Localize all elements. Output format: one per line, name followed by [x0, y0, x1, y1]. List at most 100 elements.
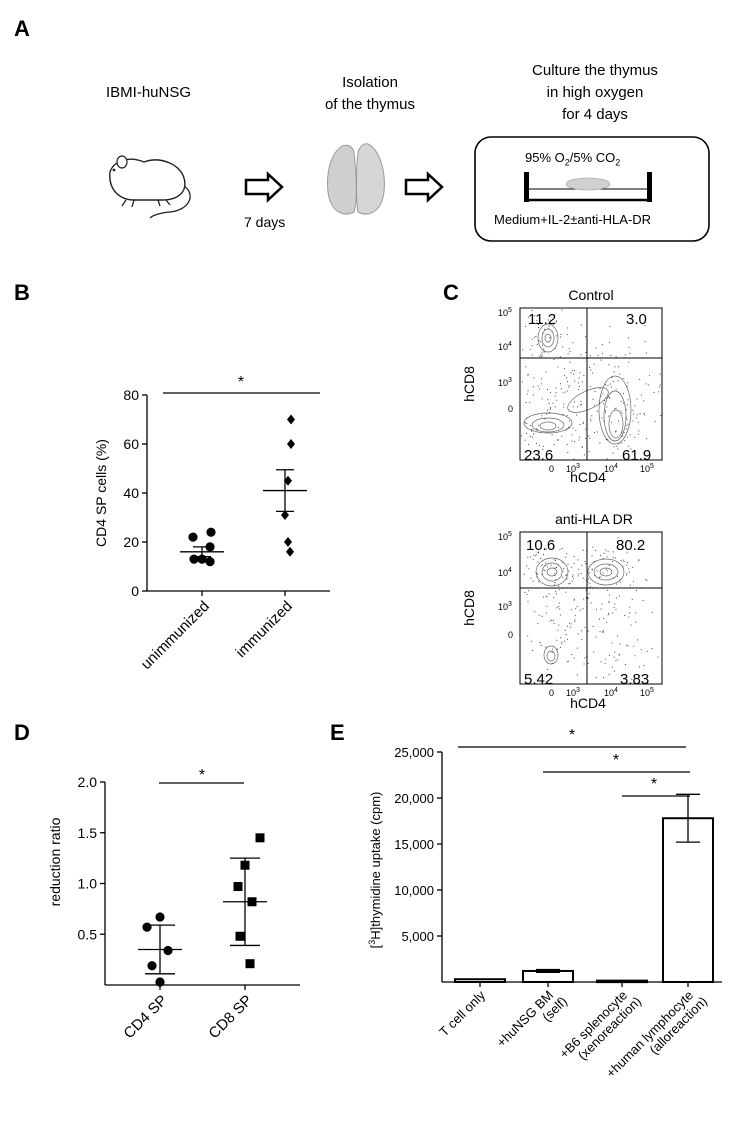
flow-dot: [554, 314, 556, 316]
flow-dot: [601, 417, 603, 419]
flow-dot: [534, 315, 536, 317]
flow-dot: [640, 394, 642, 396]
b-point-immunized: [281, 510, 289, 521]
flow-dot: [553, 358, 555, 360]
flow-dot: [572, 427, 574, 429]
flow-dot: [558, 624, 560, 626]
flow-dot: [600, 359, 602, 361]
flow-dot: [607, 439, 609, 441]
flow-dot: [552, 402, 554, 404]
flow-dot: [627, 423, 629, 425]
flow-dot: [580, 354, 582, 356]
flow-dot: [607, 384, 609, 386]
flow-dot: [603, 420, 605, 422]
d-significance-star: *: [199, 767, 205, 784]
flow-dot: [608, 601, 610, 603]
flow-dot: [572, 369, 574, 371]
e-significance-star: *: [651, 776, 657, 793]
culture-line2: in high oxygen: [546, 84, 644, 101]
flow-dot: [608, 415, 610, 417]
svg-text:104: 104: [498, 341, 512, 352]
flow-dot: [557, 426, 559, 428]
flow-dot: [566, 334, 568, 336]
e-bar: [454, 978, 506, 983]
flow-dot: [605, 658, 607, 660]
flow-dot: [566, 428, 568, 430]
flow-dot: [594, 391, 596, 393]
flow-dot: [554, 406, 556, 408]
svg-text:104: 104: [498, 567, 512, 578]
flow-dot: [545, 371, 547, 373]
flow-dot: [605, 549, 607, 551]
d-y-tick-label: 1.5: [78, 825, 98, 841]
flow-dot: [627, 645, 629, 647]
flow-dot: [614, 670, 616, 672]
flow-dot: [572, 574, 574, 576]
flow-dot: [536, 572, 538, 574]
flow-dot: [625, 644, 627, 646]
flow-dot: [625, 428, 627, 430]
flow-dot: [619, 654, 621, 656]
flow-dot: [603, 677, 605, 679]
d-point-cd8: [240, 860, 250, 870]
flow-dot: [624, 664, 626, 666]
flow-dot: [533, 377, 535, 379]
flow-dot: [550, 564, 552, 566]
flow-dot: [556, 335, 558, 337]
flow-dot: [623, 432, 625, 434]
flow-dot: [540, 557, 542, 559]
thymus-right-lobe: [356, 143, 385, 215]
flow-dot: [600, 661, 602, 663]
flow-dot: [555, 320, 557, 322]
flow-dot: [622, 545, 624, 547]
flow-dot: [648, 384, 650, 386]
flow-dot: [654, 420, 656, 422]
flow-dot: [589, 572, 591, 574]
anti-ylabel: hCD8: [461, 590, 477, 626]
flow-dot: [642, 600, 644, 602]
flow-dot: [565, 591, 567, 593]
flow-dot: [613, 446, 615, 448]
flow-dot: [536, 343, 538, 345]
flow-dot: [617, 635, 619, 637]
flow-dot: [629, 434, 631, 436]
flow-dot: [548, 319, 550, 321]
flow-dot: [585, 428, 587, 430]
flow-dot: [560, 637, 562, 639]
control-xlabel: hCD4: [570, 469, 606, 485]
flow-dot: [538, 551, 540, 553]
flow-dot: [622, 566, 624, 568]
flow-dot: [539, 356, 541, 358]
flow-dot: [548, 412, 550, 414]
flow-dot: [635, 612, 637, 614]
flow-dot: [532, 580, 534, 582]
flow-dot: [596, 431, 598, 433]
flow-dot: [571, 609, 573, 611]
flow-dot: [556, 607, 558, 609]
flow-dot: [595, 636, 597, 638]
flow-dot: [571, 434, 573, 436]
flow-dot: [603, 617, 605, 619]
flow-dot: [554, 582, 556, 584]
flow-dot: [566, 414, 568, 416]
flow-dot: [599, 388, 601, 390]
flow-dot: [565, 634, 567, 636]
isolation-line1: Isolation: [342, 74, 398, 91]
flow-dot: [606, 406, 608, 408]
flow-dot: [568, 385, 570, 387]
flow-dot: [608, 364, 610, 366]
flow-dot: [614, 408, 616, 410]
flow-dot: [559, 608, 561, 610]
flow-dot: [646, 650, 648, 652]
flow-dot: [558, 605, 560, 607]
flow-dot: [582, 577, 584, 579]
flow-dot: [626, 561, 628, 563]
b-point-unimmunized: [205, 557, 215, 567]
flow-dot: [537, 324, 539, 326]
flow-dot: [621, 431, 623, 433]
flow-dot: [619, 373, 621, 375]
flow-dot: [526, 593, 528, 595]
flow-dot: [589, 586, 591, 588]
flow-dot: [579, 404, 581, 406]
flow-dot: [563, 406, 565, 408]
